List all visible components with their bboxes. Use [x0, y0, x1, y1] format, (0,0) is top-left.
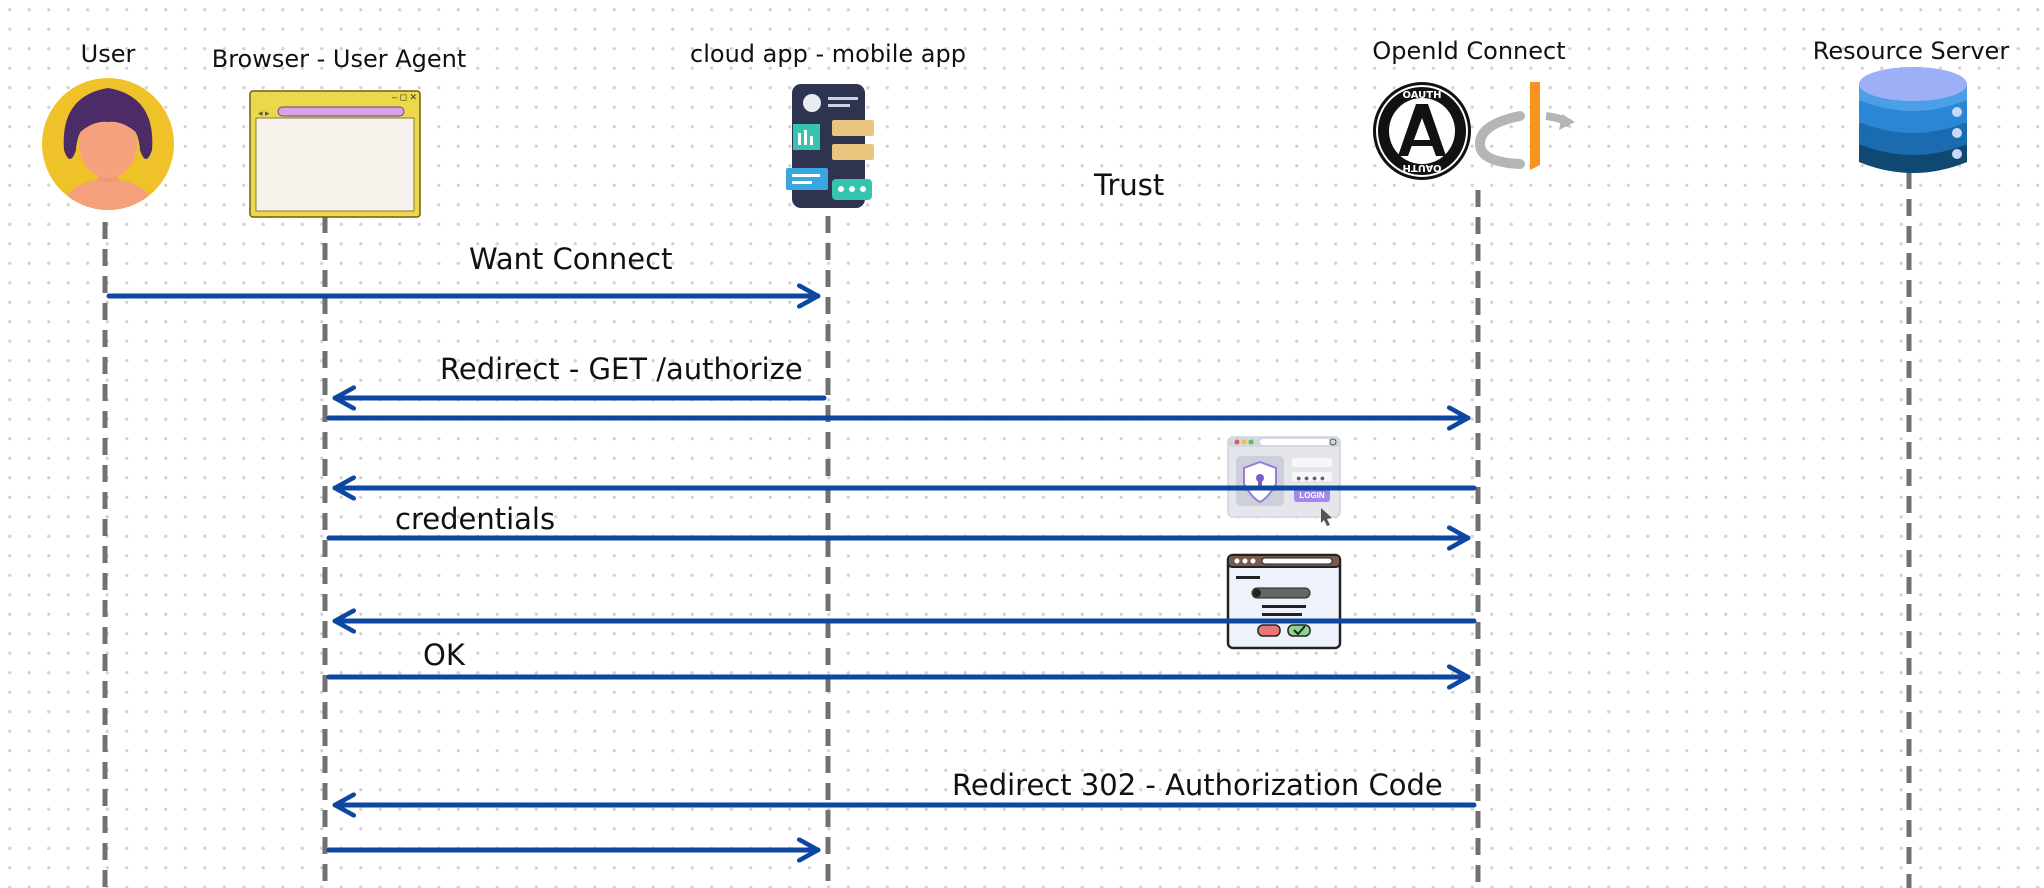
svg-text:LOGIN: LOGIN — [1299, 491, 1325, 500]
actor-label-user: User — [80, 40, 136, 68]
svg-text:OAUTH: OAUTH — [1403, 162, 1442, 173]
svg-text:OAUTH: OAUTH — [1403, 90, 1442, 101]
svg-text:◂ ▸: ◂ ▸ — [258, 108, 270, 118]
lifelines — [102, 172, 1912, 888]
login-page-icon: ● ● ● ● LOGIN — [1227, 436, 1341, 526]
actor-label-resource: Resource Server — [1812, 37, 2010, 65]
svg-text:● ● ● ●: ● ● ● ● — [1296, 473, 1325, 483]
browser-window-icon: ◂ ▸ – ◻ ✕ — [249, 90, 421, 218]
message-label-8: Redirect 302 - Authorization Code — [952, 768, 1443, 802]
message-arrows — [106, 296, 1477, 850]
user-avatar-icon — [42, 78, 174, 210]
mobile-app-icon — [786, 84, 874, 208]
message-label-2: Redirect - GET /authorize — [440, 352, 803, 386]
message-label-1: Want Connect — [469, 242, 673, 276]
oauth-logo-icon: OAUTH OAUTH — [1373, 82, 1471, 180]
message-label-5: credentials — [395, 502, 556, 536]
actor-label-app: cloud app - mobile app — [690, 40, 966, 68]
svg-text:– ◻ ✕: – ◻ ✕ — [392, 92, 417, 102]
actor-label-browser: Browser - User Agent — [211, 45, 467, 73]
message-label-7: OK — [423, 638, 465, 672]
database-icon — [1859, 67, 1967, 173]
consent-window-icon — [1226, 553, 1342, 650]
actor-label-oidc: OpenId Connect — [1372, 37, 1566, 65]
trust-label: Trust — [1094, 168, 1165, 202]
openid-logo-icon — [1474, 82, 1575, 170]
